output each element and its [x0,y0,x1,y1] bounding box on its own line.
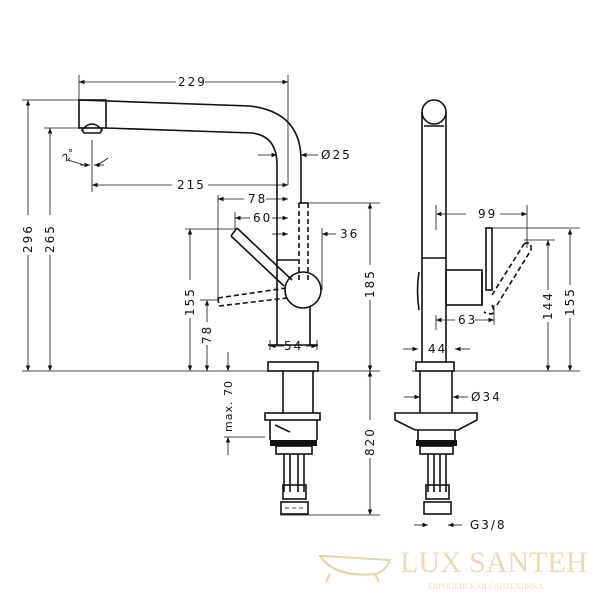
dim-diameter-25: Ø25 [321,148,352,162]
dim-63: 63 [458,313,477,327]
body-hidden [298,203,309,282]
bathtub-icon [318,555,392,583]
dim-155-front: 155 [183,287,197,316]
dim-99: 99 [478,207,497,221]
side-lever [485,227,493,291]
side-view: 99 63 44 144 155 Ø34 G3/8 [394,99,580,532]
handle-hub [284,271,322,309]
dim-diameter-34: Ø34 [471,390,502,404]
hose-fitting [282,484,307,500]
base-rosette [267,361,319,372]
dim-185: 185 [363,269,377,298]
aerator [81,123,103,134]
side-handle-body [445,269,483,306]
dim-144: 144 [541,291,555,320]
spout-end [421,99,447,125]
watermark-tagline: ЕВРОПЕЙСКАЯ САНТЕХНИКА [428,582,544,591]
dim-36: 36 [340,227,359,241]
dim-78-reach: 78 [248,192,267,206]
mounting-flange [264,412,321,421]
dim-265: 265 [43,224,57,253]
side-flange [394,412,478,431]
dim-44: 44 [428,342,447,356]
dim-78-height: 78 [200,325,214,344]
spout-inner [105,127,278,345]
dim-angle: 2° [61,146,80,164]
dim-215: 215 [177,178,206,192]
dim-229: 229 [178,75,207,89]
watermark-brand: LUX SANTEH [400,546,588,579]
dim-820: 820 [363,427,377,456]
dim-54: 54 [284,339,303,353]
dim-155-side: 155 [563,287,577,316]
hose-nut [280,501,309,515]
dim-60: 60 [253,211,272,225]
lever [230,227,293,287]
front-view: 229 296 265 2° Ø25 215 78 60 36 155 78 [21,75,380,516]
dim-max-70: max. 70 [222,380,235,432]
dim-thread: G3/8 [470,518,507,532]
dim-296: 296 [21,224,35,253]
watermark-logo: LUX SANTEH ЕВРОПЕЙСКАЯ САНТЕХНИКА [318,546,588,591]
side-lever-alt [483,242,532,315]
